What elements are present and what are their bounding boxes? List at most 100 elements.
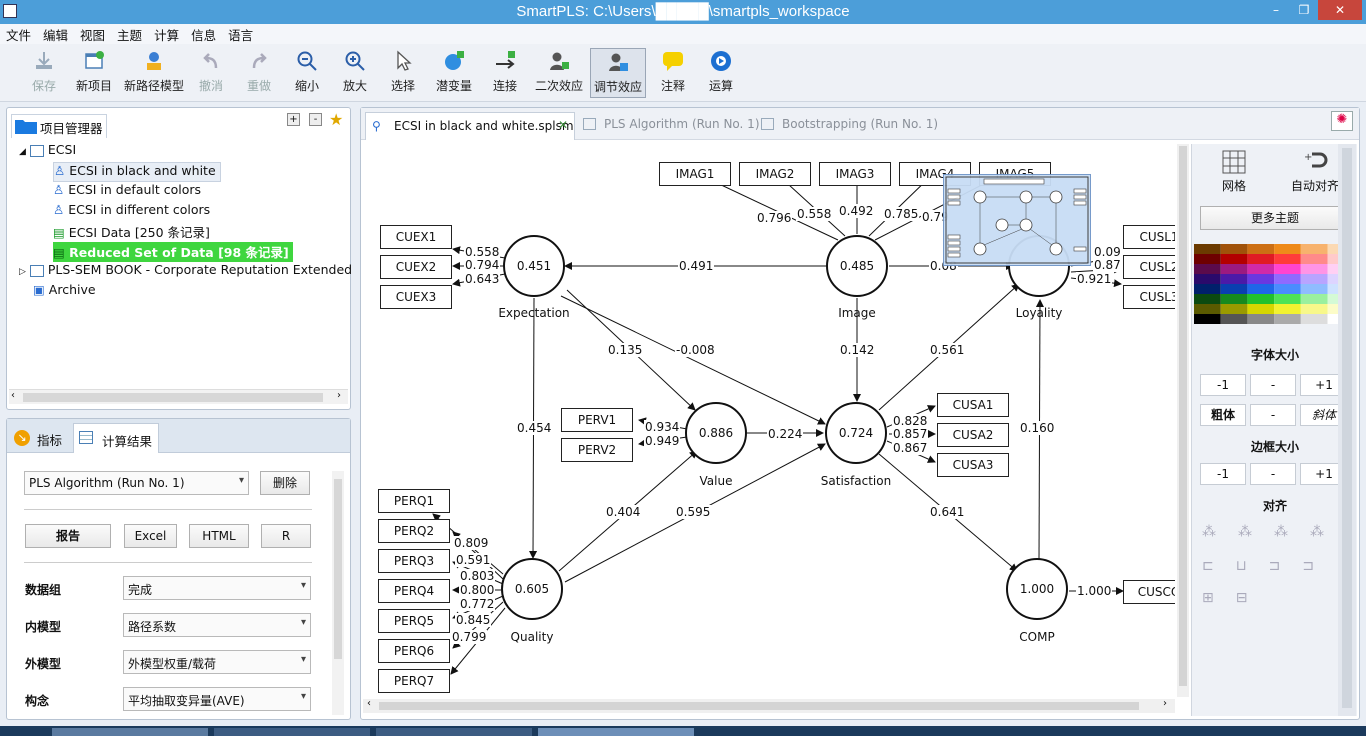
indicator-cusa2[interactable]: CUSA2 xyxy=(937,423,1009,447)
model-canvas[interactable]: CUEX1 CUEX2 CUEX3 IMAG1 IMAG2 IMAG3 IMAG… xyxy=(363,144,1175,697)
menu-theme[interactable]: 主题 xyxy=(117,28,143,43)
grid-button[interactable]: 网格 xyxy=(1206,150,1262,194)
indicator-perq3[interactable]: PERQ3 xyxy=(378,549,450,573)
undo-button[interactable]: 撤消 xyxy=(192,48,230,98)
overview-minimap[interactable] xyxy=(943,174,1091,266)
indicator-cusa1[interactable]: CUSA1 xyxy=(937,393,1009,417)
latent-image[interactable]: 0.485 xyxy=(826,235,888,297)
indicator-perv1[interactable]: PERV1 xyxy=(561,408,633,432)
properties-scrollbar[interactable] xyxy=(1338,144,1356,716)
menu-edit[interactable]: 编辑 xyxy=(43,28,69,43)
project-explorer-tab[interactable]: 项目管理器 xyxy=(11,114,107,138)
tab-bootstrapping[interactable]: Bootstrapping (Run No. 1) xyxy=(761,117,938,131)
scroll-thumb[interactable] xyxy=(1342,148,1352,708)
taskbar-item[interactable] xyxy=(376,728,532,736)
align-middle-icon[interactable]: ⊐ xyxy=(1268,558,1303,574)
tree-item-ecsi-bw[interactable]: ♙ ECSI in black and white xyxy=(53,162,221,182)
indicator-cuex1[interactable]: CUEX1 xyxy=(380,225,452,249)
minimize-button[interactable]: – xyxy=(1273,3,1279,17)
scroll-thumb[interactable] xyxy=(1179,146,1187,686)
auto-align-button[interactable]: + 自动对齐 xyxy=(1290,152,1339,193)
font-size-decrease-button[interactable]: -1 xyxy=(1200,374,1246,396)
align-left-edge-icon[interactable]: ⊏ xyxy=(1202,558,1236,574)
bold-button[interactable]: 粗体 xyxy=(1200,404,1246,426)
latent-satisfaction[interactable]: 0.724 xyxy=(825,402,887,464)
scroll-thumb[interactable] xyxy=(379,702,1139,710)
vertical-scrollbar[interactable] xyxy=(332,471,344,715)
tree-item-ecsi-default[interactable]: ♙ ECSI in default colors xyxy=(53,182,202,197)
favorite-star-icon[interactable]: ★ xyxy=(329,110,344,129)
align-top-icon[interactable]: ⁂ xyxy=(1274,524,1310,540)
indicator-perq4[interactable]: PERQ4 xyxy=(378,579,450,603)
menu-language[interactable]: 语言 xyxy=(228,28,254,43)
latent-expectation[interactable]: 0.451 xyxy=(503,235,565,297)
close-button[interactable]: ✕ xyxy=(1318,0,1362,20)
align-right-icon[interactable]: ⁂ xyxy=(1310,524,1346,540)
zoom-in-button[interactable]: 放大 xyxy=(336,48,374,98)
align-right-edge-icon[interactable]: ⊐ xyxy=(1302,558,1337,574)
taskbar-item[interactable] xyxy=(214,728,370,736)
indicator-perq5[interactable]: PERQ5 xyxy=(378,609,450,633)
indicator-cuex3[interactable]: CUEX3 xyxy=(380,285,452,309)
scroll-right-icon[interactable]: › xyxy=(1163,698,1167,709)
align-bottom-edge-icon[interactable]: ⊔ xyxy=(1235,558,1269,574)
canvas-vertical-scrollbar[interactable] xyxy=(1177,144,1189,697)
indicator-cusl1[interactable]: CUSL1 xyxy=(1123,225,1175,249)
indicator-perq6[interactable]: PERQ6 xyxy=(378,639,450,663)
border-size-reset-button[interactable]: - xyxy=(1250,463,1296,485)
align-top-left-icon[interactable]: ⁂ xyxy=(1202,524,1238,540)
border-size-increase-button[interactable]: +1 xyxy=(1300,463,1348,485)
latent-variable-button[interactable]: 潜变量 xyxy=(432,48,476,98)
scroll-thumb[interactable] xyxy=(334,479,342,659)
indicator-cusa3[interactable]: CUSA3 xyxy=(937,453,1009,477)
italic-button[interactable]: 斜体 xyxy=(1300,404,1348,426)
moderating-effect-button[interactable]: 调节效应 xyxy=(590,48,646,98)
quadratic-effect-button[interactable]: 二次效应 xyxy=(532,48,586,98)
tab-ecsi-bw[interactable]: ⚲ ECSI in black and white.splsm ✕ xyxy=(365,112,575,140)
delete-button[interactable]: 删除 xyxy=(260,471,310,495)
latent-value[interactable]: 0.886 xyxy=(685,402,747,464)
r-button[interactable]: R xyxy=(261,524,311,548)
indicator-cusco[interactable]: CUSCO xyxy=(1123,580,1175,604)
menu-view[interactable]: 视图 xyxy=(80,28,106,43)
html-button[interactable]: HTML xyxy=(189,524,249,548)
run-select[interactable]: PLS Algorithm (Run No. 1)▾ xyxy=(24,471,249,495)
indicator-cusl3[interactable]: CUSL3 xyxy=(1123,285,1175,309)
tree-item-archive[interactable]: ▣ Archive xyxy=(33,282,96,297)
indicator-perv2[interactable]: PERV2 xyxy=(561,438,633,462)
restore-button[interactable]: ❐ xyxy=(1298,3,1310,17)
indicator-imag2[interactable]: IMAG2 xyxy=(739,162,811,186)
indicator-perq1[interactable]: PERQ1 xyxy=(378,489,450,513)
tree-item-ecsi[interactable]: ◢ ECSI xyxy=(19,142,77,157)
dataset-select[interactable]: 完成▾ xyxy=(123,576,311,600)
border-size-decrease-button[interactable]: -1 xyxy=(1200,463,1246,485)
distribute-horizontal-icon[interactable]: ⊞ xyxy=(1202,590,1236,606)
tree-item-plssem-book[interactable]: ▷ PLS-SEM BOOK - Corporate Reputation Ex… xyxy=(19,262,353,277)
tree-item-ecsi-different[interactable]: ♙ ECSI in different colors xyxy=(53,202,211,217)
latent-comp[interactable]: 1.000 xyxy=(1006,558,1068,620)
tree-item-reduced-data[interactable]: ▤ Reduced Set of Data [98 条记录] xyxy=(53,242,293,262)
collapse-all-button[interactable]: - xyxy=(309,113,322,126)
more-themes-button[interactable]: 更多主题 xyxy=(1200,206,1350,230)
color-swatches[interactable] xyxy=(1194,244,1355,334)
color-palette[interactable] xyxy=(1194,244,1355,334)
palette-icon[interactable]: ✺ xyxy=(1331,111,1353,131)
scroll-thumb[interactable] xyxy=(23,393,323,402)
style-reset-button[interactable]: - xyxy=(1250,404,1296,426)
comment-button[interactable]: 注释 xyxy=(654,48,692,98)
distribute-vertical-icon[interactable]: ⊟ xyxy=(1235,590,1270,606)
construct-select[interactable]: 平均抽取变异量(AVE)▾ xyxy=(123,687,311,711)
align-center-icon[interactable]: ⁂ xyxy=(1238,524,1274,540)
scroll-left-icon[interactable]: ‹ xyxy=(367,698,371,709)
select-button[interactable]: 选择 xyxy=(384,48,422,98)
horizontal-scrollbar[interactable]: ‹ › xyxy=(9,389,348,404)
menu-info[interactable]: 信息 xyxy=(191,28,217,43)
tab-pls-algorithm[interactable]: PLS Algorithm (Run No. 1) xyxy=(583,117,760,131)
redo-button[interactable]: 重做 xyxy=(240,48,278,98)
menu-calculate[interactable]: 计算 xyxy=(154,28,180,43)
connect-button[interactable]: 连接 xyxy=(486,48,524,98)
indicator-cuex2[interactable]: CUEX2 xyxy=(380,255,452,279)
inner-model-select[interactable]: 路径系数▾ xyxy=(123,613,311,637)
tree-item-ecsi-data[interactable]: ▤ ECSI Data [250 条记录] xyxy=(53,225,210,240)
calculate-button[interactable]: 运算 xyxy=(702,48,740,98)
